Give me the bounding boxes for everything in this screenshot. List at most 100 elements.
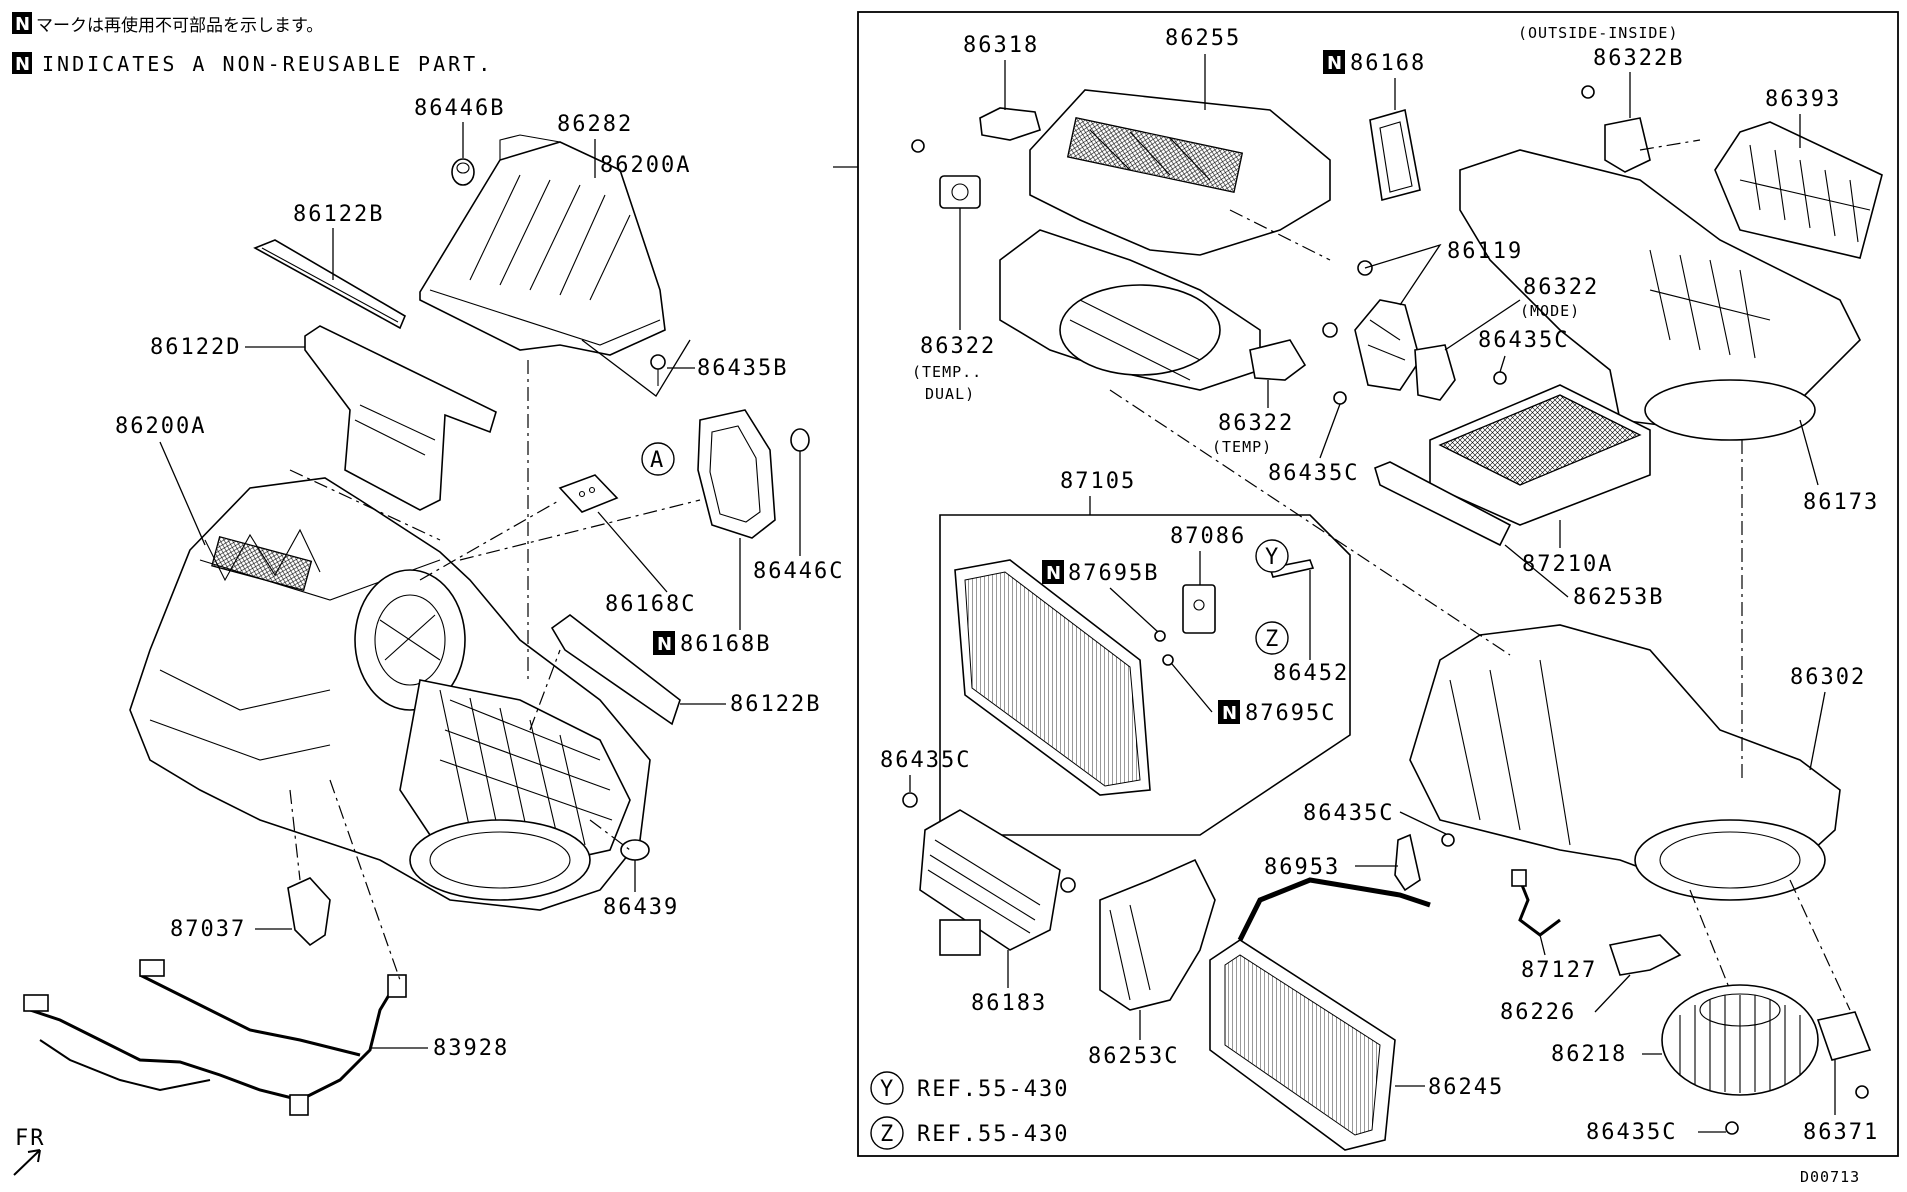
ref-z-text: REF.55-430 <box>917 1122 1069 1147</box>
part-86452-bolt <box>1268 559 1315 578</box>
part-87127-sensor <box>1511 869 1561 937</box>
svg-text:N: N <box>15 14 30 35</box>
assembly-frame <box>857 11 1899 1157</box>
part-86122B-seal-top <box>253 239 407 330</box>
part-86168-seal <box>1369 108 1421 202</box>
callout-86183: 86183 <box>971 991 1047 1016</box>
label-temp: (TEMP) <box>1212 438 1272 456</box>
part-86168C-pad <box>558 474 619 513</box>
callout-86253C: 86253C <box>1088 1044 1179 1069</box>
callout-86200A-right: 86200A <box>600 153 691 178</box>
non-reusable-badge-icon: N <box>1218 700 1240 724</box>
callout-86435C-b: 86435C <box>1268 461 1359 486</box>
callout-87210A: 87210A <box>1522 552 1613 577</box>
part-87695B-oring <box>1154 630 1166 642</box>
callout-86122D: 86122D <box>150 335 241 360</box>
callout-86446B: 86446B <box>414 96 505 121</box>
callout-86322-mode: 86322 <box>1523 275 1599 300</box>
callout-86322B: 86322B <box>1593 46 1684 71</box>
screw-icon <box>902 792 918 808</box>
part-86119-cover <box>1354 299 1421 391</box>
part-86122B-seal-bottom <box>550 614 681 726</box>
part-86322-temp-dual-actuator <box>939 175 981 209</box>
non-reusable-badge-icon: N <box>12 52 32 75</box>
circle-ref-a-label: A <box>650 448 665 473</box>
part-87086-expansion-valve <box>1182 584 1216 634</box>
part-86393-filter-cover <box>1714 121 1883 259</box>
callout-86168C: 86168C <box>605 592 696 617</box>
part-86218-blower-motor <box>1661 984 1819 1096</box>
part-83928-wire-harness <box>23 959 407 1116</box>
part-86302-lower-housing <box>1409 624 1841 901</box>
part-86322-temp-actuator <box>1249 339 1307 381</box>
callout-86322-dual: 86322 <box>920 334 996 359</box>
callout-86119: 86119 <box>1447 239 1523 264</box>
part-86953-bracket <box>1394 833 1421 892</box>
callout-86253B: 86253B <box>1573 585 1664 610</box>
callout-86322-temp: 86322 <box>1218 411 1294 436</box>
callout-87037: 87037 <box>170 917 246 942</box>
screw-icon <box>1493 371 1507 385</box>
callout-86371: 86371 <box>1803 1120 1879 1145</box>
callout-86245: 86245 <box>1428 1075 1504 1100</box>
callout-86255: 86255 <box>1165 26 1241 51</box>
non-reusable-badge-icon: N <box>653 631 675 655</box>
screw-icon <box>1322 322 1338 338</box>
callout-86200A-left: 86200A <box>115 414 206 439</box>
callout-86218: 86218 <box>1551 1042 1627 1067</box>
part-86446B-clip <box>451 158 475 186</box>
callout-83928: 83928 <box>433 1036 509 1061</box>
non-reusable-badge-icon: N <box>1323 50 1345 74</box>
callout-87127: 87127 <box>1521 958 1597 983</box>
part-86122D-duct-seal <box>304 325 497 511</box>
part-86168B-gasket <box>697 409 776 539</box>
part-86318-actuator-connector <box>979 107 1041 141</box>
part-86439-grommet <box>620 839 650 861</box>
callout-86318: 86318 <box>963 33 1039 58</box>
ref-legend-z: Z REF.55-430 <box>870 1116 1069 1150</box>
callout-86435B: 86435B <box>697 356 788 381</box>
callout-86168B: 86168B <box>680 632 771 657</box>
callout-86393: 86393 <box>1765 87 1841 112</box>
non-reusable-badge-icon: N <box>12 12 32 35</box>
non-reusable-badge-icon: N <box>1042 560 1064 584</box>
svg-text:N: N <box>1046 563 1061 584</box>
front-direction-arrow-icon: FR <box>13 1126 46 1176</box>
part-86322-mode-actuator <box>1414 344 1456 401</box>
ref-legend-y: Y REF.55-430 <box>870 1071 1067 1105</box>
callout-86953: 86953 <box>1264 855 1340 880</box>
label-temp-dual-2: DUAL) <box>925 385 975 403</box>
part-86253B-bracket <box>1374 461 1512 547</box>
callout-86452: 86452 <box>1273 661 1349 686</box>
svg-text:Z: Z <box>880 1122 895 1147</box>
callout-87695C: 87695C <box>1245 701 1336 726</box>
front-label: FR <box>15 1126 46 1151</box>
part-86282-duct <box>419 134 666 356</box>
part-86173-blower-case <box>1459 149 1861 441</box>
callout-86439: 86439 <box>603 895 679 920</box>
drawing-number: D00713 <box>1800 1168 1860 1186</box>
callout-86168: 86168 <box>1350 51 1426 76</box>
screw-icon <box>911 139 925 153</box>
screw-icon <box>1060 877 1076 893</box>
svg-text:N: N <box>657 634 672 655</box>
part-86253C-bracket <box>1099 858 1216 1011</box>
callout-86122B-bottom: 86122B <box>730 692 821 717</box>
callout-86435C-e: 86435C <box>1586 1120 1677 1145</box>
callout-87105: 87105 <box>1060 469 1136 494</box>
callout-86435C-c: 86435C <box>880 748 971 773</box>
evaporator-detail-box: Y Z <box>939 514 1351 836</box>
circle-ref-y-label: Y <box>1265 545 1280 570</box>
svg-text:Y: Y <box>880 1077 895 1102</box>
part-86322B-actuator <box>1604 117 1651 173</box>
callout-87086: 87086 <box>1170 524 1246 549</box>
svg-text:N: N <box>15 54 30 75</box>
part-86446C-clip <box>790 428 810 452</box>
note-japanese-text: マークは再使用不可部品を示します。 <box>36 15 323 36</box>
label-outside-inside: (OUTSIDE-INSIDE) <box>1518 24 1679 42</box>
legend-note-english: N INDICATES A NON-REUSABLE PART. <box>12 52 490 76</box>
svg-text:N: N <box>1222 703 1237 724</box>
screw-icon <box>1441 833 1455 847</box>
callout-86302: 86302 <box>1790 665 1866 690</box>
callout-86435C-d: 86435C <box>1303 801 1394 826</box>
